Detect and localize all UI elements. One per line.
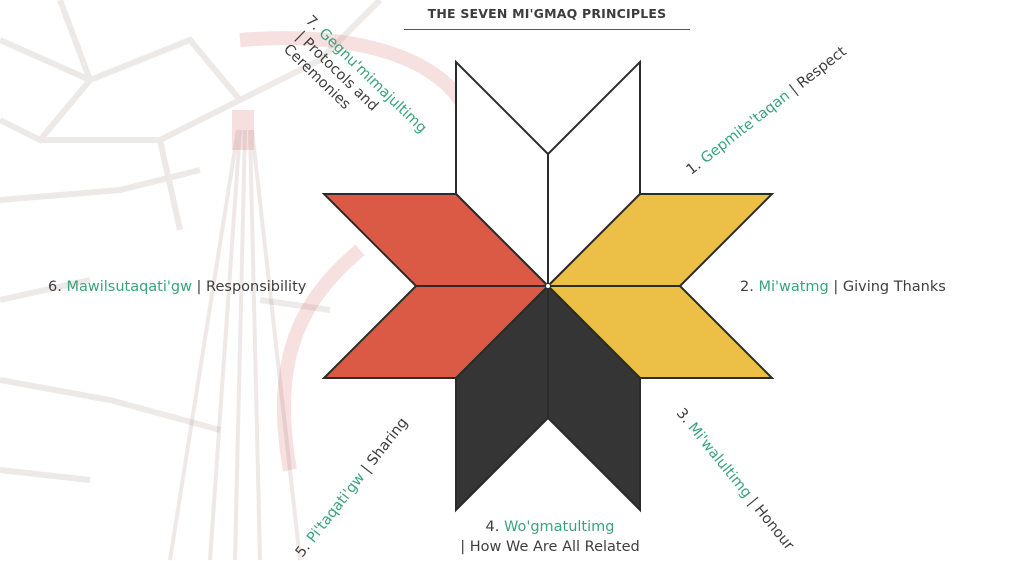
principle-4-migmaq: Wo'gmatultimg [503,519,615,535]
principle-4-label: 4. Wo'gmatultimg | How We Are All Relate… [440,517,660,557]
principle-4-separator: | [460,539,470,555]
principle-2-number: 2. [740,279,754,295]
star-center [546,284,550,288]
principle-2-english: Giving Thanks [842,279,946,295]
principle-6-english: Responsibility [206,279,307,295]
principle-2-separator: | [828,279,843,295]
principle-4-english: How We Are All Related [469,539,640,555]
principle-2-migmaq: Mi'watmg [758,279,829,295]
principle-6-migmaq: Mawilsutaqati'gw [66,279,192,295]
principle-6-number: 6. [48,279,62,295]
star-petal-left-upper [321,193,551,287]
diagram-title: THE SEVEN MI'GMAQ PRINCIPLES [404,6,690,30]
principle-2-label: 2. Mi'watmg | Giving Thanks [740,278,946,296]
principle-4-number: 4. [485,519,500,535]
principle-6-label: 6. Mawilsutaqati'gw | Responsibility [48,278,306,296]
principle-6-separator: | [191,279,207,295]
